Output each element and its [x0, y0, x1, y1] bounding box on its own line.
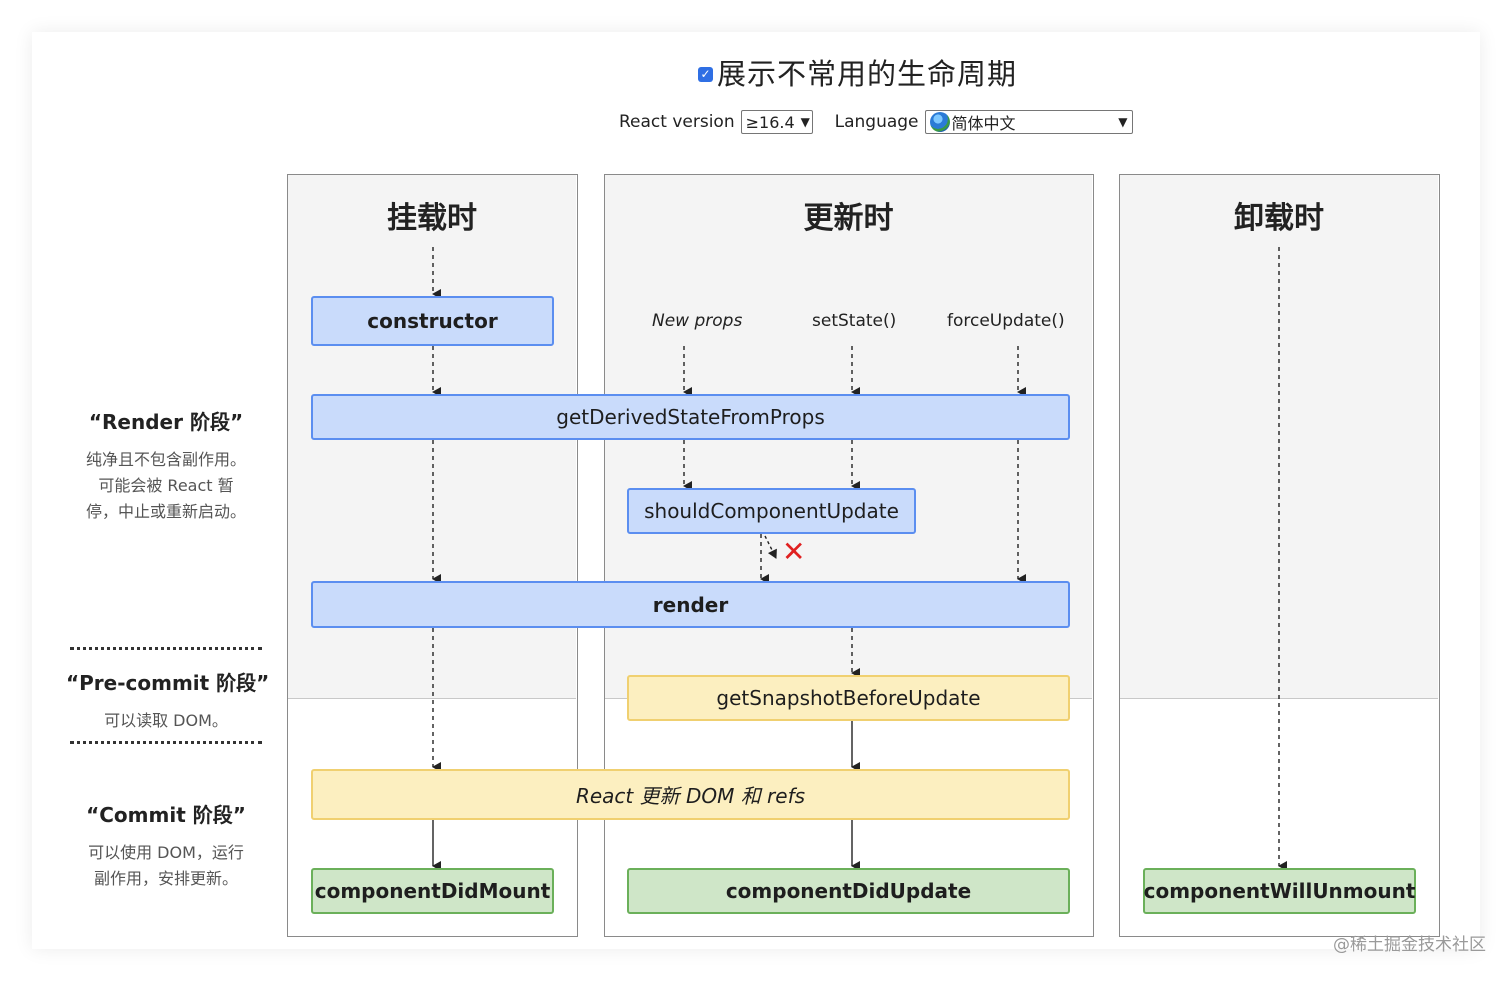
- component-will-unmount-box: componentWillUnmount: [1143, 868, 1416, 914]
- mount-phase-divider: [288, 698, 576, 699]
- chevron-down-icon: ▼: [1118, 115, 1128, 129]
- get-snapshot-box: getSnapshotBeforeUpdate: [627, 675, 1070, 721]
- unmount-panel: [1119, 174, 1440, 937]
- commit-phase-label: “Commit 阶段” 可以使用 DOM，运行 副作用，安排更新。: [66, 799, 266, 892]
- precommit-phase-label: “Pre-commit 阶段” 可以读取 DOM。: [66, 667, 270, 734]
- chevron-down-icon: ▼: [800, 115, 810, 129]
- show-uncommon-checkbox[interactable]: ✓: [698, 66, 713, 82]
- render-phase-title: “Render 阶段”: [88, 410, 244, 434]
- get-derived-state-box: getDerivedStateFromProps: [311, 394, 1070, 440]
- render-phase-desc-1: 纯净且不包含副作用。: [85, 450, 246, 469]
- render-phase-desc-2: 可能会被 React 暂: [98, 476, 234, 495]
- language-select[interactable]: 简体中文 ▼: [924, 110, 1133, 134]
- precommit-phase-title: “Pre-commit 阶段”: [66, 671, 270, 695]
- precommit-phase-desc-1: 可以读取 DOM。: [104, 711, 228, 730]
- render-phase-desc-3: 停，中止或重新启动。: [85, 502, 246, 521]
- unmount-column-title: 卸载时: [1234, 201, 1324, 236]
- commit-phase-title: “Commit 阶段”: [86, 803, 246, 827]
- mount-column-title: 挂载时: [387, 201, 477, 236]
- update-column-title: 更新时: [803, 201, 894, 236]
- phase-separator-2: [70, 741, 262, 744]
- update-panel: [604, 174, 1094, 937]
- react-version-select[interactable]: ≥16.4 ▼: [740, 110, 813, 134]
- react-version-label: React version: [619, 112, 735, 132]
- controls-row: React version ≥16.4 ▼ Language 简体中文 ▼: [619, 108, 1133, 136]
- component-did-mount-box: componentDidMount: [311, 868, 554, 914]
- language-label: Language: [834, 112, 919, 132]
- language-value: 简体中文: [951, 114, 1016, 133]
- trigger-new-props: New props: [652, 311, 743, 331]
- render-phase-label: “Render 阶段” 纯净且不包含副作用。 可能会被 React 暂 停，中止…: [66, 406, 266, 525]
- page-title: 展示不常用的生命周期: [717, 57, 1018, 91]
- commit-phase-desc-2: 副作用，安排更新。: [93, 869, 238, 888]
- trigger-force-update: forceUpdate(): [947, 311, 1065, 331]
- cancel-x-icon: ✕: [782, 535, 806, 568]
- constructor-box: constructor: [311, 296, 554, 346]
- title-row: ✓ 展示不常用的生命周期: [698, 52, 1017, 92]
- should-component-update-box: shouldComponentUpdate: [627, 488, 916, 534]
- phase-separator-1: [70, 647, 262, 650]
- react-update-dom-box: React 更新 DOM 和 refs: [311, 769, 1070, 820]
- component-did-update-box: componentDidUpdate: [627, 868, 1070, 914]
- globe-icon: [929, 112, 950, 132]
- mount-panel: [287, 174, 578, 937]
- watermark: @稀土掘金技术社区: [1333, 935, 1486, 955]
- trigger-set-state: setState(): [812, 311, 897, 331]
- arrow-scu-cancel: [764, 535, 777, 559]
- render-box: render: [311, 581, 1070, 628]
- commit-phase-desc-1: 可以使用 DOM，运行: [88, 843, 244, 862]
- react-version-value: ≥16.4: [745, 112, 795, 132]
